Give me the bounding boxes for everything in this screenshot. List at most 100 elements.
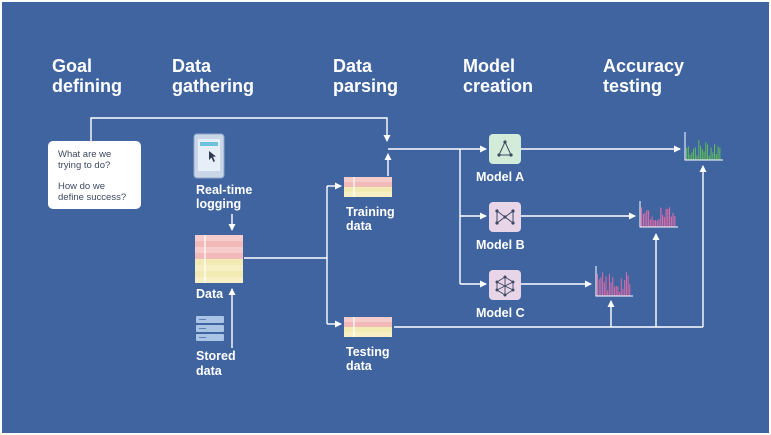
model-a-label: Model A	[476, 170, 524, 184]
goal-note-q2-line2: define success?	[58, 192, 126, 203]
histogram-bar	[655, 220, 657, 227]
histogram-bar	[696, 155, 698, 160]
histogram-bar	[672, 213, 674, 227]
model-b-node	[489, 202, 521, 232]
histogram-axis	[595, 266, 633, 297]
histogram-bar	[693, 148, 695, 160]
histogram-axis	[684, 132, 723, 161]
tablet-icon	[193, 133, 225, 179]
stage-model-line2: creation	[463, 76, 533, 96]
histogram-bar	[694, 147, 696, 160]
histogram-bar	[691, 152, 693, 160]
histogram-bar	[712, 152, 714, 160]
model-c-node	[489, 270, 521, 300]
histogram-bar	[653, 220, 655, 227]
stage-gathering-line1: Data	[172, 56, 212, 76]
histogram-icon	[639, 201, 678, 228]
goal-note-q1-line1: What are we	[58, 149, 111, 160]
triangle-network-icon	[498, 140, 512, 156]
histogram-icon	[595, 266, 633, 297]
connectors	[90, 117, 707, 348]
histogram-bar	[710, 147, 712, 160]
histogram-bar	[603, 282, 605, 296]
histogram-bar	[719, 147, 721, 160]
histogram-bar	[644, 212, 646, 227]
histogram-bar	[662, 214, 664, 227]
histogram-bar	[610, 282, 612, 296]
histogram-bar	[615, 285, 617, 296]
stage-parsing-line1: Data	[333, 56, 373, 76]
histogram-bar	[707, 144, 709, 160]
histogram-bar	[656, 220, 658, 227]
training-data-card	[344, 177, 392, 197]
histogram-bar	[617, 286, 619, 296]
stage-parsing-line2: parsing	[333, 76, 398, 96]
testing-data-line1: Testing	[346, 345, 390, 359]
histogram-bar	[689, 154, 691, 160]
histogram-bar	[705, 142, 707, 160]
histogram-bar	[686, 147, 688, 160]
histogram-bar	[714, 144, 716, 160]
training-data-line1: Training	[346, 205, 395, 219]
histogram-bar	[629, 284, 631, 296]
histogram-bar	[698, 140, 700, 160]
realtime-logging-line2: logging	[196, 197, 241, 211]
histogram-bar	[717, 146, 719, 160]
histogram-bar	[651, 216, 653, 227]
histogram-bar	[624, 279, 626, 296]
histogram-bar	[667, 208, 669, 227]
histogram-bar	[658, 219, 660, 227]
stage-gathering-line2: gathering	[172, 76, 254, 96]
histogram-bar	[700, 145, 702, 160]
histogram-bar	[646, 210, 648, 227]
histogram-bar	[612, 277, 614, 296]
model-a-node	[489, 134, 521, 164]
histogram-bar	[649, 219, 651, 227]
model-b-label: Model B	[476, 238, 525, 252]
stage-goal-line2: defining	[52, 76, 122, 96]
histogram-bar	[608, 273, 610, 296]
stage-model-line1: Model	[463, 56, 515, 76]
histogram-bar	[665, 208, 667, 227]
data-label: Data	[196, 287, 224, 301]
histogram-bar	[660, 207, 662, 227]
histogram-bar	[642, 213, 644, 227]
histogram-bar	[703, 151, 705, 160]
histogram-bar	[674, 216, 676, 227]
histogram-bar	[622, 288, 624, 296]
stage-accuracy-line2: testing	[603, 76, 662, 96]
stage-goal-line1: Goal	[52, 56, 92, 76]
histogram-bar	[687, 146, 689, 160]
histogram-bar	[600, 277, 602, 296]
histogram-bar	[620, 278, 622, 296]
histogram-bar	[715, 154, 717, 160]
histogram-bar	[607, 290, 609, 296]
histogram-icon	[684, 132, 723, 161]
histogram-bar	[614, 286, 615, 296]
model-c-label: Model C	[476, 306, 525, 320]
histogram-bar	[670, 216, 672, 227]
training-data-line2: data	[346, 219, 373, 233]
stage-accuracy-line1: Accuracy	[603, 56, 684, 76]
testing-data-card	[344, 317, 392, 337]
histogram-bar	[708, 155, 710, 160]
stored-data-line2: data	[196, 364, 223, 378]
histogram-bar	[619, 291, 621, 296]
goal-note-q2-line1: How do we	[58, 181, 105, 192]
histogram-bar	[648, 210, 650, 227]
goal-note-q1-line2: trying to do?	[58, 160, 110, 171]
histogram-bar	[602, 272, 604, 296]
histogram-bar	[669, 207, 671, 227]
realtime-logging-line1: Real-time	[196, 183, 252, 197]
histogram-bar	[597, 273, 598, 296]
data-card	[195, 235, 243, 283]
histogram-bar	[598, 279, 600, 296]
histogram-bar	[701, 149, 703, 160]
server-stack-icon	[196, 316, 224, 341]
histogram-bar	[627, 275, 629, 296]
stored-data-line1: Stored	[196, 349, 236, 363]
histogram-bar	[641, 207, 643, 227]
goal-note-card: What are we trying to do? How do we defi…	[48, 141, 141, 209]
